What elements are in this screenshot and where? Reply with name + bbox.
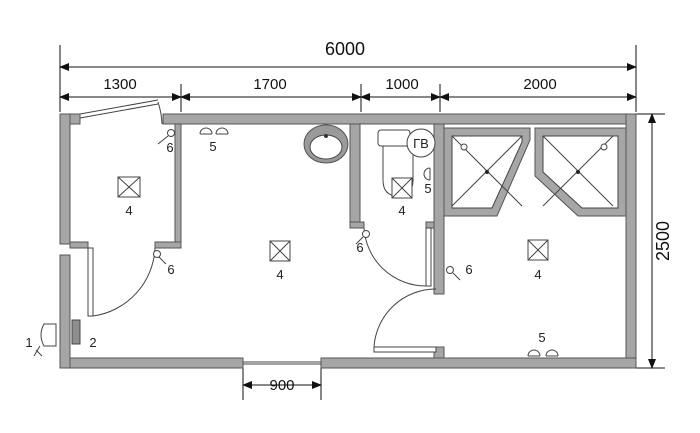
switch-wc: 6 — [355, 230, 370, 255]
dim-segment-2: 1700 — [253, 76, 286, 93]
light-fixture-wc: 4 — [391, 177, 413, 218]
sink — [303, 124, 349, 164]
light-fixture-label: 4 — [276, 267, 283, 282]
dim-door-width: 900 — [269, 377, 294, 394]
socket-hall: 5 — [199, 127, 229, 154]
socket-label: 5 — [538, 330, 545, 345]
light-fixture-vestibule: 4 — [117, 176, 141, 218]
switch-label: 6 — [166, 140, 173, 155]
switch-label: 6 — [465, 262, 472, 277]
shower-cabin-2 — [534, 127, 627, 217]
item-2-label: 2 — [89, 335, 96, 350]
switch-shower-room: 6 — [446, 262, 473, 281]
light-fixture-hall: 4 — [269, 240, 291, 282]
dim-total-width: 6000 — [325, 39, 365, 59]
switch-label: 6 — [167, 262, 174, 277]
dimension-lines — [59, 45, 665, 400]
switch-vestibule-bottom: 6 — [153, 250, 175, 277]
dim-segment-4: 2000 — [523, 76, 556, 93]
socket-label: 5 — [209, 139, 216, 154]
heater-label: ГВ — [413, 136, 429, 151]
light-fixture-label: 4 — [534, 267, 541, 282]
dimension-labels: 6000 1300 1700 1000 2000 2500 900 — [103, 39, 673, 394]
socket-wc: 5 — [423, 167, 432, 196]
light-fixture-label: 4 — [398, 203, 405, 218]
dim-segment-3: 1000 — [385, 76, 418, 93]
light-fixture-label: 4 — [125, 203, 132, 218]
item-1-label: 1 — [25, 335, 32, 350]
light-fixture-shower-room: 4 — [527, 239, 549, 282]
water-heater: ГВ — [406, 128, 436, 158]
walls — [59, 113, 637, 369]
wc-door — [363, 227, 432, 287]
switch-vestibule-top: 6 — [157, 129, 175, 155]
switch-label: 6 — [356, 240, 363, 255]
wall-lamp: 2 — [71, 319, 97, 350]
shower-cabin-1 — [443, 127, 531, 217]
dim-segment-1: 1300 — [103, 76, 136, 93]
outdoor-lamp: 1 — [25, 323, 57, 357]
socket-shower-room: 5 — [527, 330, 559, 357]
vestibule-door — [87, 247, 156, 317]
entrance-door — [79, 99, 163, 125]
main-door-opening — [243, 361, 321, 365]
dim-height: 2500 — [653, 221, 673, 261]
shower-room-door — [373, 288, 437, 353]
socket-label: 5 — [424, 181, 431, 196]
